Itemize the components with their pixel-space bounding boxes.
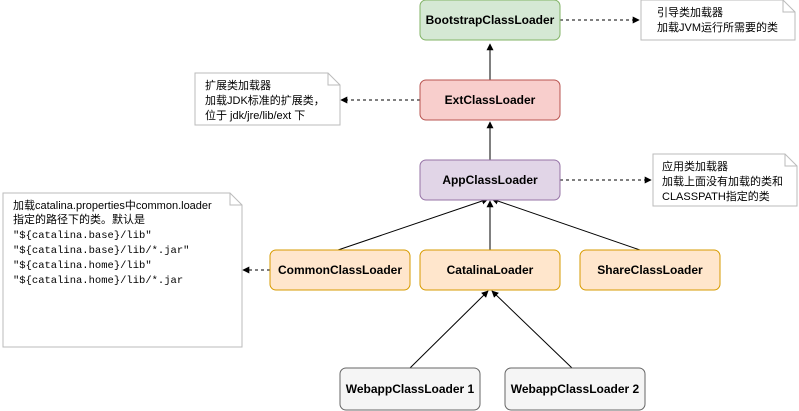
node-common-class-loader: CommonClassLoader bbox=[269, 249, 411, 291]
svg-text:CommonClassLoader: CommonClassLoader bbox=[278, 263, 402, 277]
node-ext-class-loader: ExtClassLoader bbox=[419, 79, 561, 121]
svg-text:"${catalina.home}/lib": "${catalina.home}/lib" bbox=[13, 260, 152, 272]
edge-webapp1-to-catalina bbox=[409, 290, 489, 369]
svg-text:"${catalina.base}/lib/*.jar": "${catalina.base}/lib/*.jar" bbox=[13, 245, 189, 257]
svg-text:WebappClassLoader 1: WebappClassLoader 1 bbox=[346, 382, 475, 396]
node-catalina-loader: CatalinaLoader bbox=[419, 249, 561, 291]
svg-text:加载JVM运行所需要的类: 加载JVM运行所需要的类 bbox=[657, 20, 778, 34]
svg-text:应用类加载器: 应用类加载器 bbox=[662, 159, 728, 173]
svg-text:CatalinaLoader: CatalinaLoader bbox=[447, 263, 534, 277]
node-share-class-loader: ShareClassLoader bbox=[579, 249, 721, 291]
svg-text:ExtClassLoader: ExtClassLoader bbox=[445, 93, 536, 107]
svg-text:"${catalina.base}/lib": "${catalina.base}/lib" bbox=[13, 230, 152, 242]
note-ext: 扩展类加载器 加载JDK标准的扩展类， 位于 jdk/jre/lib/ext 下 bbox=[194, 72, 341, 126]
svg-text:扩展类加载器: 扩展类加载器 bbox=[205, 78, 271, 92]
svg-text:CLASSPATH指定的类: CLASSPATH指定的类 bbox=[662, 189, 770, 203]
edge-common-to-app bbox=[337, 197, 489, 251]
note-app: 应用类加载器 加载上面没有加载的类和 CLASSPATH指定的类 bbox=[652, 153, 798, 207]
svg-text:引导类加载器: 引导类加载器 bbox=[657, 5, 723, 19]
svg-text:ShareClassLoader: ShareClassLoader bbox=[597, 263, 703, 277]
edge-share-to-app bbox=[491, 197, 641, 251]
svg-text:BootstrapClassLoader: BootstrapClassLoader bbox=[426, 13, 555, 27]
node-bootstrap-class-loader: BootstrapClassLoader bbox=[419, 0, 561, 41]
edge-webapp2-to-catalina bbox=[491, 290, 573, 369]
svg-text:加载上面没有加载的类和: 加载上面没有加载的类和 bbox=[662, 174, 783, 188]
note-common: 加载catalina.properties中common.loader 指定的路… bbox=[2, 192, 243, 348]
svg-text:位于 jdk/jre/lib/ext 下: 位于 jdk/jre/lib/ext 下 bbox=[205, 108, 305, 122]
svg-text:加载JDK标准的扩展类，: 加载JDK标准的扩展类， bbox=[205, 93, 325, 107]
svg-text:加载catalina.properties中common.l: 加载catalina.properties中common.loader bbox=[13, 199, 212, 212]
node-app-class-loader: AppClassLoader bbox=[419, 159, 561, 201]
svg-text:WebappClassLoader 2: WebappClassLoader 2 bbox=[511, 382, 640, 396]
svg-text:"${catalina.home}/lib/*.jar: "${catalina.home}/lib/*.jar bbox=[13, 275, 183, 287]
svg-text:AppClassLoader: AppClassLoader bbox=[442, 173, 538, 187]
node-webapp-class-loader-1: WebappClassLoader 1 bbox=[339, 367, 481, 411]
note-bootstrap: 引导类加载器 加载JVM运行所需要的类 bbox=[640, 0, 796, 41]
node-webapp-class-loader-2: WebappClassLoader 2 bbox=[504, 367, 646, 411]
svg-text:指定的路径下的类。默认是: 指定的路径下的类。默认是 bbox=[13, 212, 145, 226]
